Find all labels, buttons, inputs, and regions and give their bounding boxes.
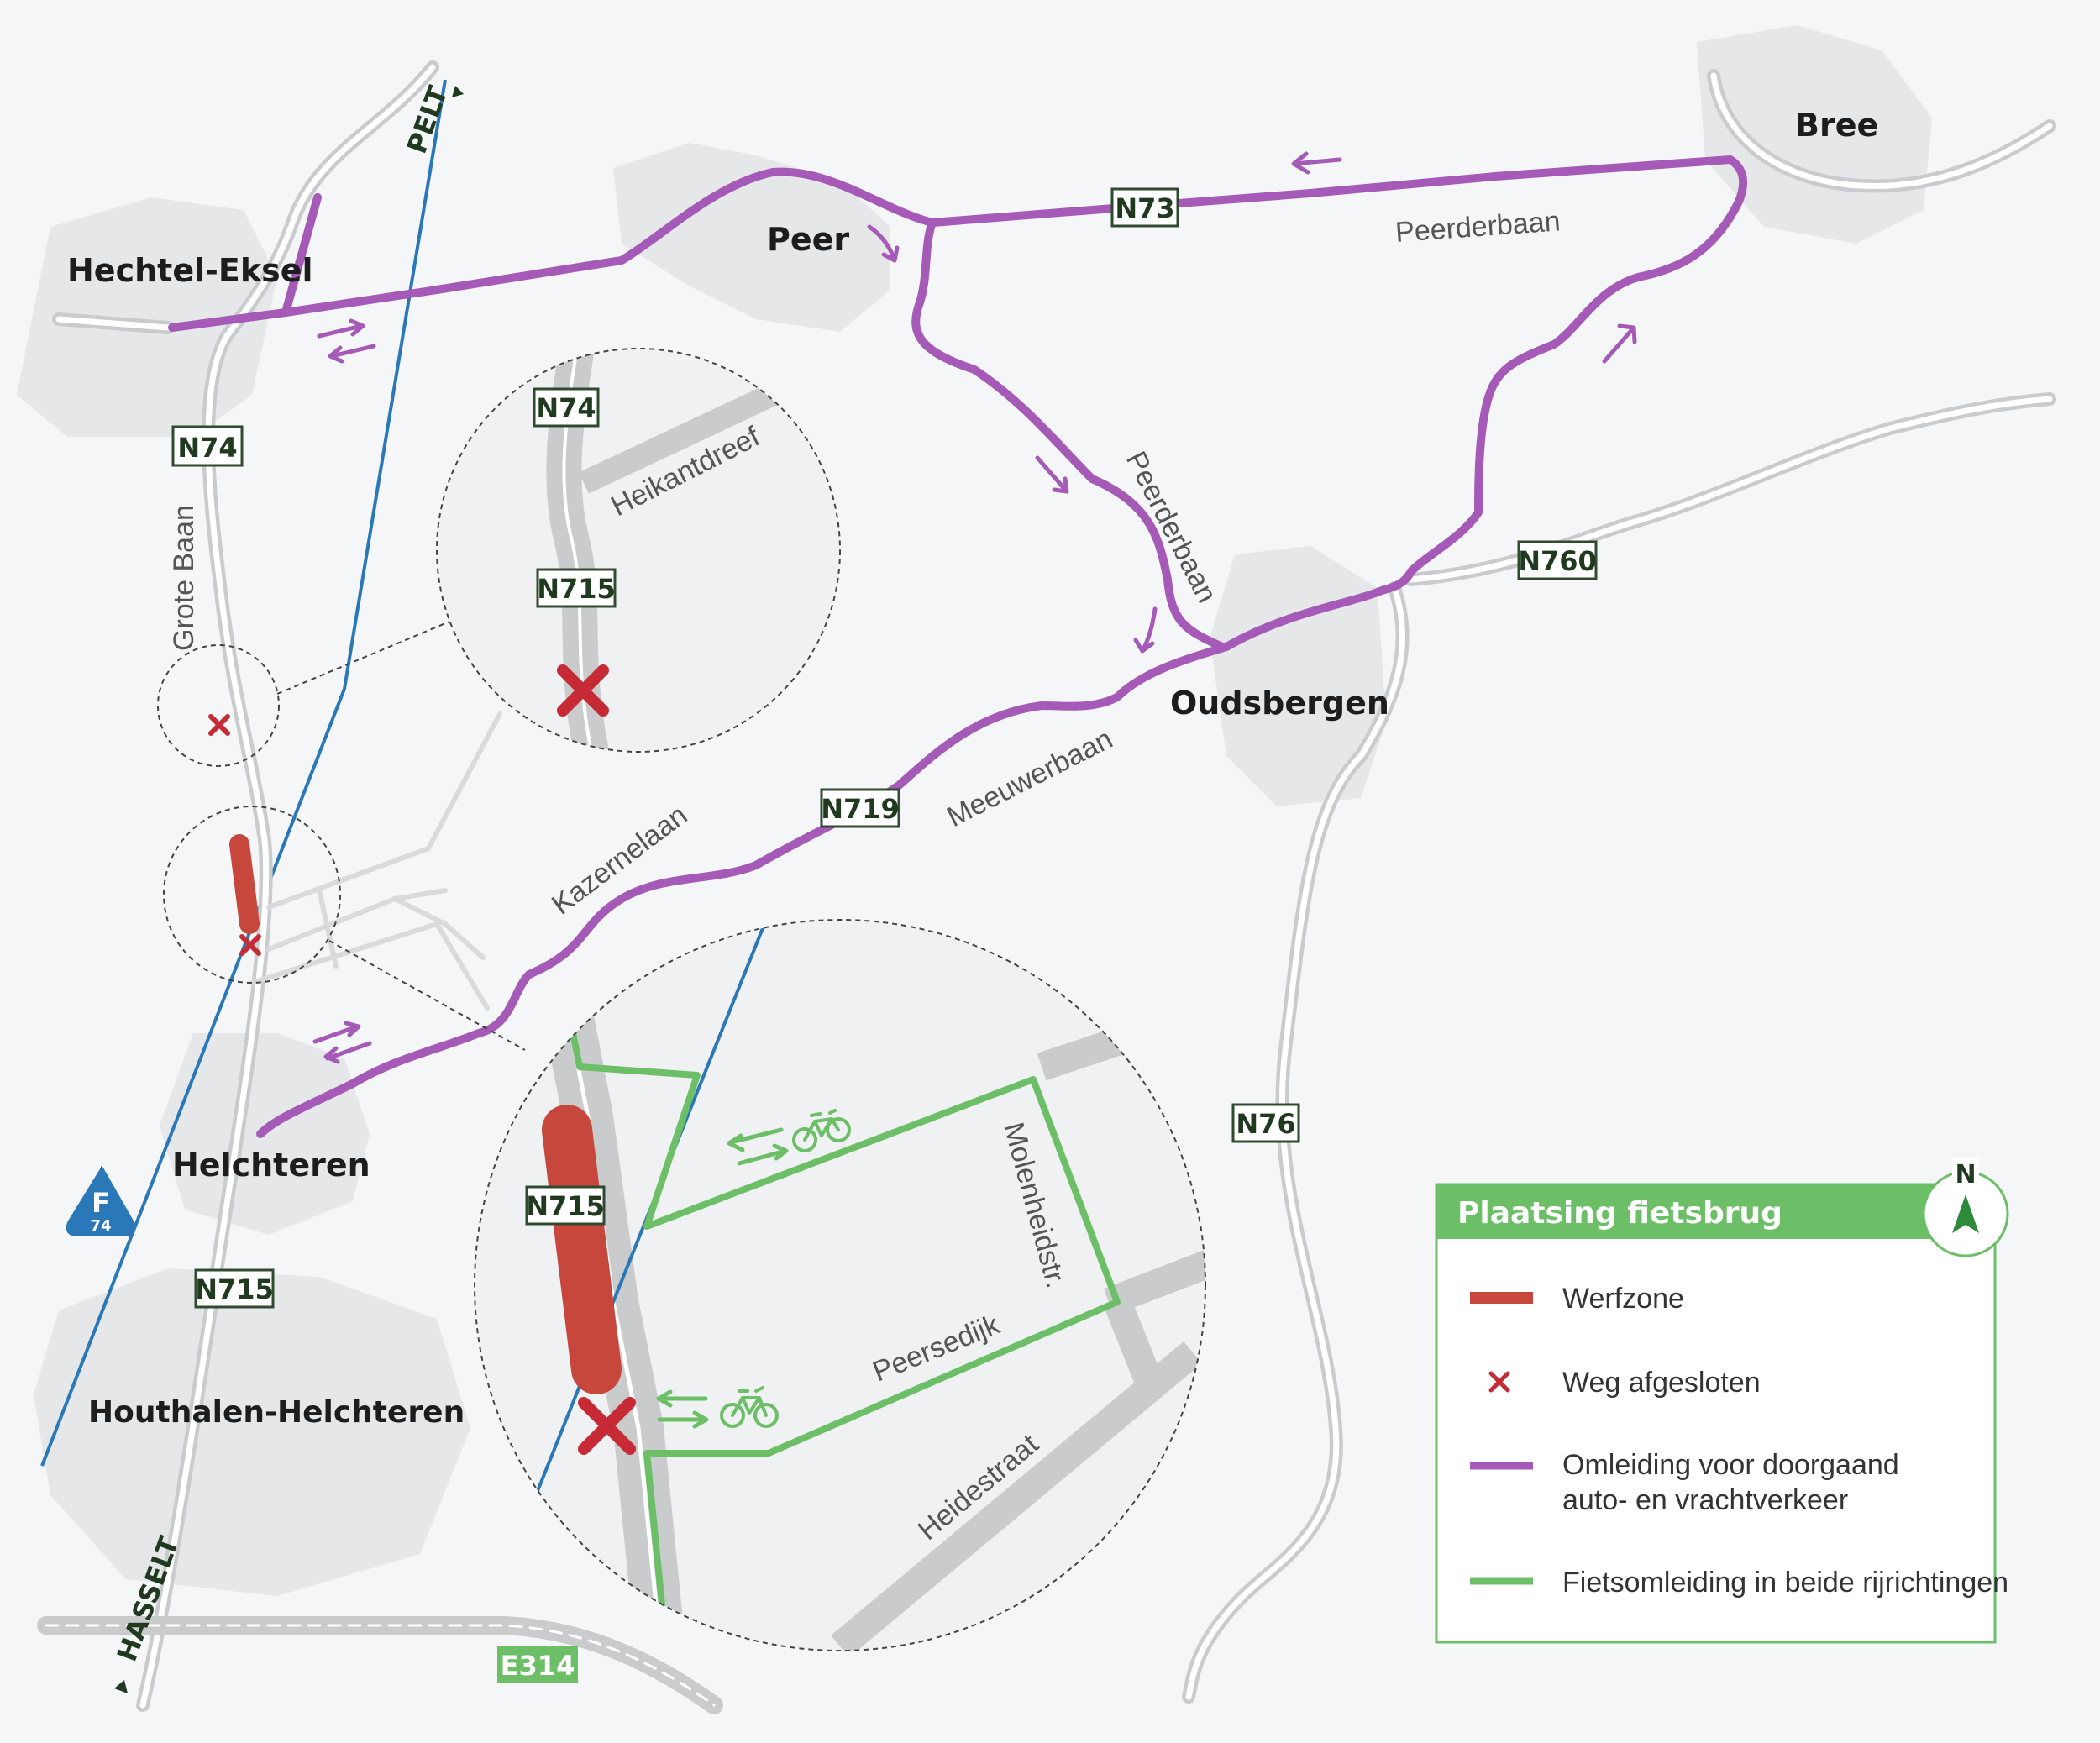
town-peer: Peer (767, 221, 849, 258)
arrow-ne-icon (1602, 323, 1637, 364)
inset-shield-n74: N74 (533, 387, 600, 428)
road-shield-n73: N73 (1110, 187, 1179, 228)
inset-indicators (157, 621, 526, 1051)
canal (40, 79, 447, 1467)
legend-label-weg-afgesloten: Weg afgesloten (1562, 1367, 1761, 1399)
town-labels: Hechtel-Eksel Peer Bree Oudsbergen Helch… (67, 107, 1878, 1430)
legend-label-omleiding-2: auto- en vrachtverkeer (1562, 1484, 1848, 1516)
road-shield-n719: N719 (820, 788, 900, 828)
svg-text:N73: N73 (1115, 192, 1174, 224)
inset-shield-n715-bottom: N715 (525, 1185, 606, 1226)
svg-text:N715: N715 (537, 573, 616, 605)
bicycle-icon (720, 1386, 779, 1428)
town-houthalen-helchteren: Houthalen-Helchteren (88, 1395, 465, 1430)
car-detour-route (168, 155, 1748, 1138)
svg-text:N76: N76 (1236, 1108, 1295, 1140)
detour-arrows (312, 151, 1637, 1064)
street-grote-baan: Grote Baan (168, 505, 200, 651)
svg-text:N719: N719 (821, 793, 900, 825)
two-way-arrow-icon (312, 1021, 372, 1064)
svg-text:N74: N74 (536, 392, 596, 424)
road-shield-n74: N74 (171, 425, 244, 467)
inset-shield-n715-top: N715 (536, 568, 617, 608)
arrow-peer-icon (867, 224, 900, 263)
legend-label-omleiding-1: Omleiding voor doorgaand (1562, 1449, 1899, 1481)
two-way-arrow-icon (317, 318, 376, 364)
two-way-arrow-icon (656, 1127, 789, 1429)
legend-header (1436, 1184, 1982, 1239)
north-arrow-icon: N (1922, 1158, 2009, 1257)
road-shield-n715: N715 (194, 1268, 275, 1309)
legend-label-fietsomleiding: Fietsomleiding in beide rijrichtingen (1562, 1567, 2008, 1599)
closed-cross-icon (557, 664, 609, 717)
road-shields: N74 N73 N760 N719 N76 N715 E314 N74 (171, 187, 1598, 1683)
road-shield-e314: E314 (497, 1646, 578, 1683)
triangle-up-icon (452, 86, 464, 97)
arrow-down-icon (1133, 606, 1158, 654)
arrow-west-icon (1291, 151, 1342, 175)
svg-text:N715: N715 (526, 1190, 605, 1222)
bicycle-icon (792, 1109, 851, 1152)
road-shield-n760: N760 (1517, 540, 1598, 580)
closed-cross-icon (208, 714, 261, 956)
legend-label-werfzone: Werfzone (1562, 1283, 1684, 1315)
triangle-down-icon (114, 1680, 128, 1693)
town-bree: Bree (1795, 107, 1878, 144)
worksite-bar (542, 1105, 622, 1394)
worksite-bar (229, 834, 260, 934)
legend-title: Plaatsing fietsbrug (1457, 1196, 1782, 1231)
town-hechtel-eksel: Hechtel-Eksel (67, 252, 313, 289)
svg-text:E314: E314 (501, 1650, 575, 1682)
inset-bottom (474, 919, 1206, 1651)
town-oudsbergen: Oudsbergen (1170, 685, 1389, 722)
legend: Plaatsing fietsbrug Werfzone Weg afgeslo… (1435, 1183, 2008, 1644)
town-helchteren: Helchteren (172, 1147, 370, 1184)
north-label: N (1955, 1160, 1976, 1189)
closed-cross-icon (1488, 1371, 1510, 1393)
legend-box (1435, 1183, 1997, 1644)
svg-text:N760: N760 (1518, 545, 1597, 577)
arrow-se-icon (1035, 455, 1069, 494)
road-shield-n76: N76 (1231, 1103, 1300, 1143)
closed-cross-icon (578, 1397, 636, 1455)
f74-letter: F (92, 1187, 110, 1219)
f74-badge: F 74 (66, 1165, 136, 1236)
svg-text:N74: N74 (177, 432, 237, 464)
f74-number: 74 (90, 1217, 111, 1235)
svg-text:N715: N715 (195, 1273, 274, 1305)
